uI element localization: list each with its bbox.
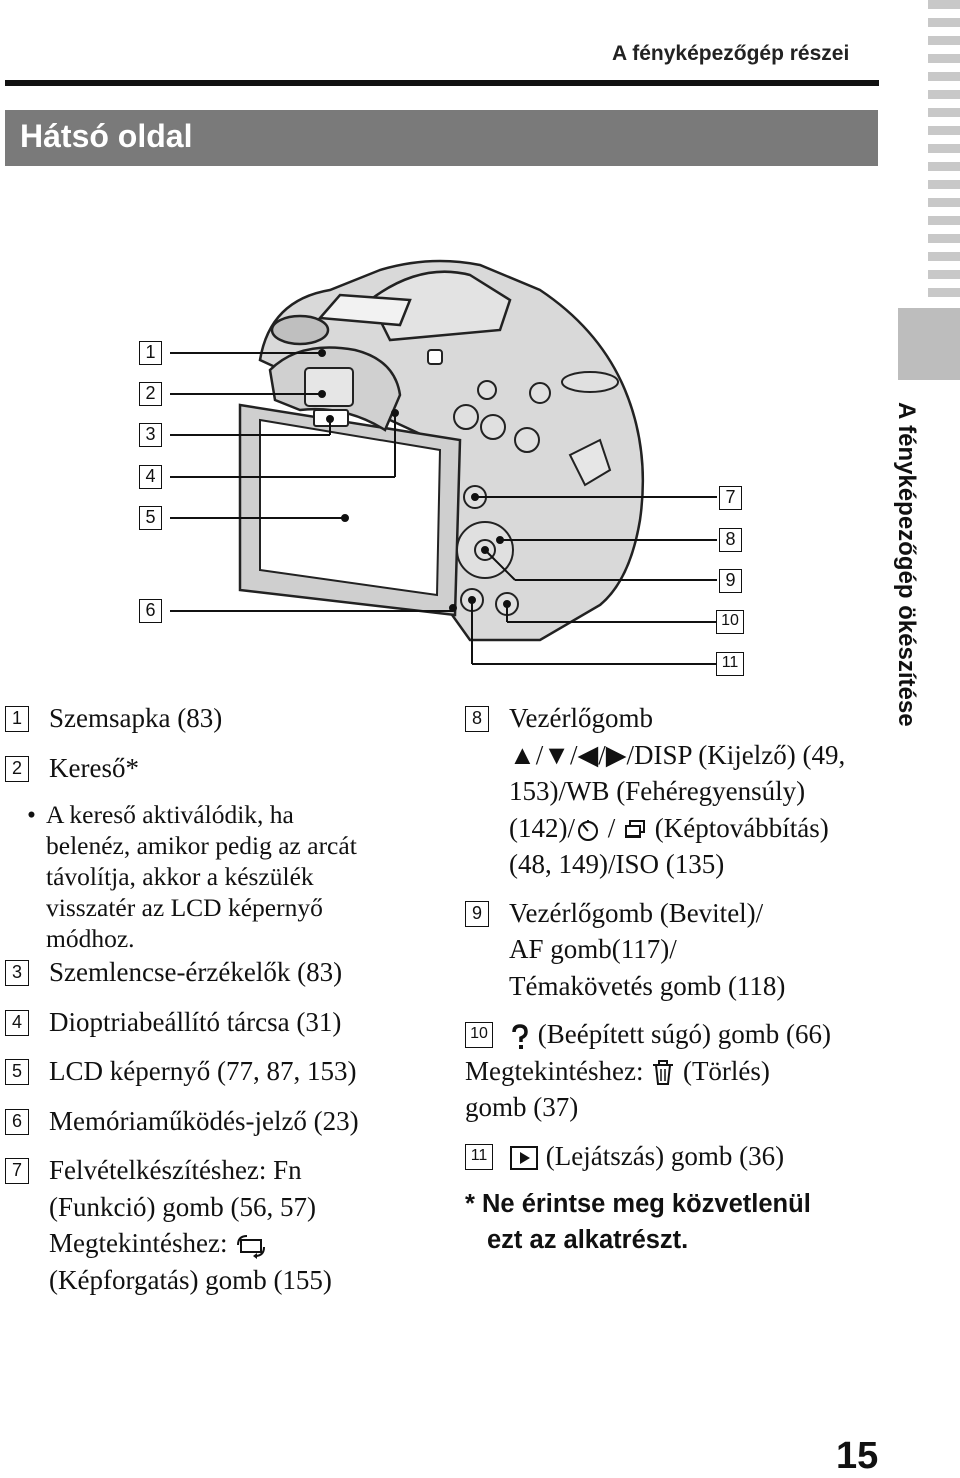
list-item: 9 Vezérlőgomb (Bevitel)/ AF gomb(117)/ T… [465,895,885,1005]
item-text: (Funkció) gomb (56, 57) [49,1191,316,1222]
item-text: (Képforgatás) gomb (155) [49,1264,332,1295]
item-text: ▲/▼/◀/▶/DISP (Kijelző) (49, [509,739,846,770]
item-text: Memóriaműködés-jelző (23) [49,1105,359,1136]
item-text: Szemsapka (83) [49,703,223,733]
item-text: (48, 149)/ISO (135) [509,849,725,879]
section-heading-bar [5,110,878,166]
item-number: 9 [465,900,489,927]
running-header: A fényképezőgép részei [612,42,850,65]
item-text: (142)/ [509,812,575,843]
callout-2: 2 [139,382,162,406]
item-text: Vezérlőgomb (Bevitel)/ [509,897,764,928]
list-item: 7 Felvételkészítéshez: Fn (Funkció) gomb… [5,1152,445,1298]
item-text: LCD képernyő (77, 87, 153) [49,1056,357,1086]
list-item: 11 (Lejátszás) gomb (36) [465,1138,885,1175]
footnote-line: * Ne érintse meg közvetlenül [465,1190,811,1218]
list-item: 10 (Beépített súgó) gomb (66) Megtekinté… [465,1016,885,1126]
item-text: Megtekintéshez: [49,1228,228,1258]
camera-back-illustration [170,259,717,665]
item-text: Vezérlőgomb [509,703,653,733]
item-text: (Beépített súgó) gomb (66) [537,1019,831,1049]
item-number: 4 [5,1009,29,1036]
play-icon [510,1146,538,1171]
callout-9: 9 [719,569,742,593]
item-number: 11 [465,1143,493,1170]
bullet-note: A kereső aktiválódik, ha belenéz, amikor… [27,799,376,954]
callout-7: 7 [719,486,742,510]
item-text: 153)/WB (Fehéregyensúly) [509,776,806,806]
footnote: * Ne érintse meg közvetlenül ezt az alka… [465,1186,885,1258]
item-text: Kereső* [49,752,139,783]
self-timer-icon [577,820,598,842]
list-item: 4 Dioptriabeállító tárcsa (31) [5,1004,445,1041]
side-stripes [928,0,960,300]
item-number: 2 [5,755,29,782]
item-text: Témakövetés gomb (118) [509,970,786,1001]
item-text: (Képtovábbítás) [654,812,829,843]
callout-1: 1 [139,341,162,365]
item-text: Felvételkészítéshez: Fn [49,1155,302,1185]
callout-10: 10 [716,610,744,634]
help-icon [512,1024,528,1049]
side-tab-label-box: A fényképezőgép ökészítése [880,402,940,782]
callout-11: 11 [716,652,744,676]
header-rule [5,80,879,86]
item-text: AF gomb(117)/ [509,934,677,964]
callout-6: 6 [139,599,162,623]
item-number: 8 [465,706,489,732]
rotate-icon [237,1234,266,1259]
item-number: 5 [5,1059,29,1085]
section-heading: Hátsó oldal [20,118,193,154]
item-number: 3 [5,960,29,986]
list-item: 1 Szemsapka (83) [5,700,445,737]
item-text: gomb (37) [465,1092,579,1122]
item-number: 6 [5,1108,29,1135]
item-number: 1 [5,706,29,732]
footnote-line: ezt az alkatrészt. [487,1226,689,1254]
right-description-list: 8 Vezérlőgomb ▲/▼/◀/▶/DISP (Kijelző) (49… [465,700,885,1258]
item-text: Szemlencse-érzékelők (83) [49,957,343,987]
item-text: (Törlés) [682,1055,770,1086]
trash-icon [653,1060,674,1086]
item-text: Megtekintéshez: [465,1055,644,1086]
page-number: 15 [836,1435,879,1477]
item-text: (Lejátszás) gomb (36) [545,1140,785,1171]
list-item: 3 Szemlencse-érzékelők (83) [5,954,445,991]
callout-5: 5 [139,506,162,530]
side-tab [898,308,960,380]
side-tab-label: A fényképezőgép ökészítése [893,402,920,727]
item-number: 10 [465,1022,493,1048]
drive-mode-icon [625,820,645,839]
item-text: / [607,812,616,843]
callout-4: 4 [139,465,162,489]
callout-8: 8 [719,528,742,552]
list-item: 8 Vezérlőgomb ▲/▼/◀/▶/DISP (Kijelző) (49… [465,700,885,883]
item-number: 7 [5,1158,29,1184]
list-item: 2 Kereső* [5,750,445,787]
callout-3: 3 [139,423,162,447]
left-description-list: 1 Szemsapka (83) 2 Kereső* A kereső akti… [5,700,445,1298]
list-item: 5 LCD képernyő (77, 87, 153) [5,1053,445,1090]
item-text: Dioptriabeállító tárcsa (31) [49,1006,342,1037]
list-item: 6 Memóriaműködés-jelző (23) [5,1103,445,1140]
